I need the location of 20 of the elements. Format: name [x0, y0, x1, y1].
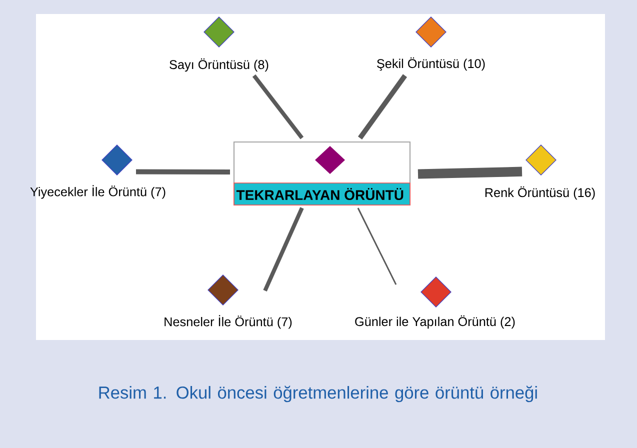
node-label: Renk Örüntüsü (16): [485, 186, 595, 200]
diamond-item: Yiyecekler İle Örüntü (7): [30, 144, 166, 199]
connector-line: [357, 208, 397, 285]
node-label: Günler ile Yapılan Örüntü (2): [355, 315, 515, 329]
diamond-item: Günler ile Yapılan Örüntü (2): [355, 276, 515, 329]
diamond-item: Sayı Örüntüsü (8): [170, 16, 268, 72]
connector-line: [252, 74, 304, 140]
connector-line: [358, 74, 408, 140]
diamond-item: Renk Örüntüsü (16): [485, 144, 595, 200]
diamond-item: Nesneler İle Örüntü (7): [164, 274, 292, 329]
connector-line: [136, 169, 230, 174]
node-label: Şekil Örüntüsü (10): [377, 57, 485, 71]
diamond-item: Şekil Örüntüsü (10): [377, 16, 485, 71]
connector-line: [418, 166, 522, 179]
connector-line: [263, 207, 304, 292]
caption: Resim 1. Okul öncesi öğretmenlerine göre örüntü örneği: [99, 386, 537, 402]
node-label: Sayı Örüntüsü (8): [170, 58, 268, 72]
title-box: TEKRARLAYAN ÖRÜNTÜ: [233, 141, 411, 206]
node-label: Nesneler İle Örüntü (7): [164, 315, 292, 329]
node-label: Yiyecekler İle Örüntü (7): [30, 185, 166, 199]
